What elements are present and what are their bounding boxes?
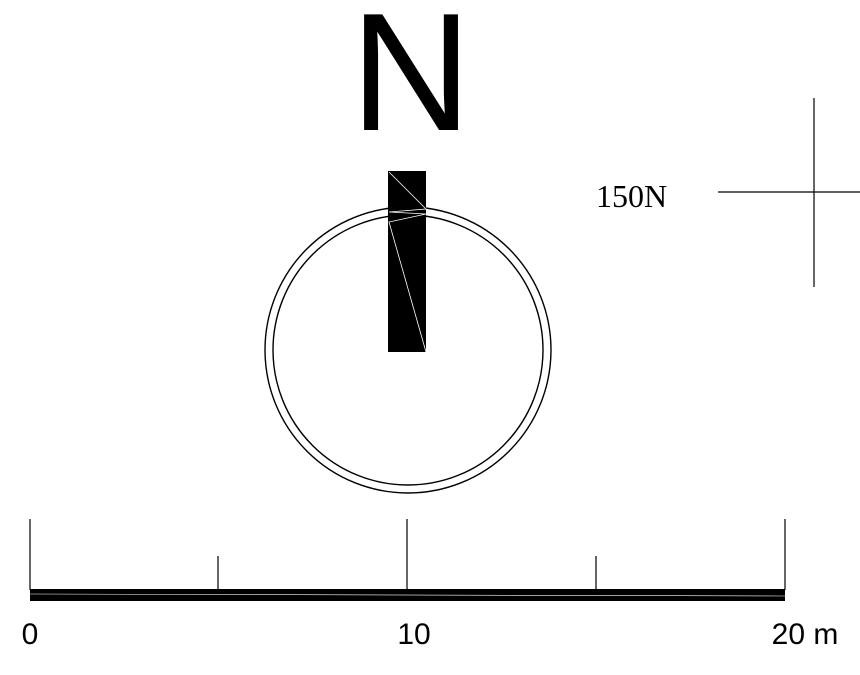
- grid-label: 150N: [596, 178, 667, 214]
- scale-label-middle: 10: [397, 618, 430, 651]
- north-needle: [388, 171, 427, 353]
- grid-reference: 150N: [596, 98, 860, 287]
- north-letter: N: [350, 0, 471, 166]
- scale-label-end: 20 m: [772, 618, 839, 651]
- north-arrow: N: [264, 0, 552, 494]
- scale-bar: 0 10 20 m: [22, 519, 839, 651]
- scale-label-start: 0: [22, 618, 39, 651]
